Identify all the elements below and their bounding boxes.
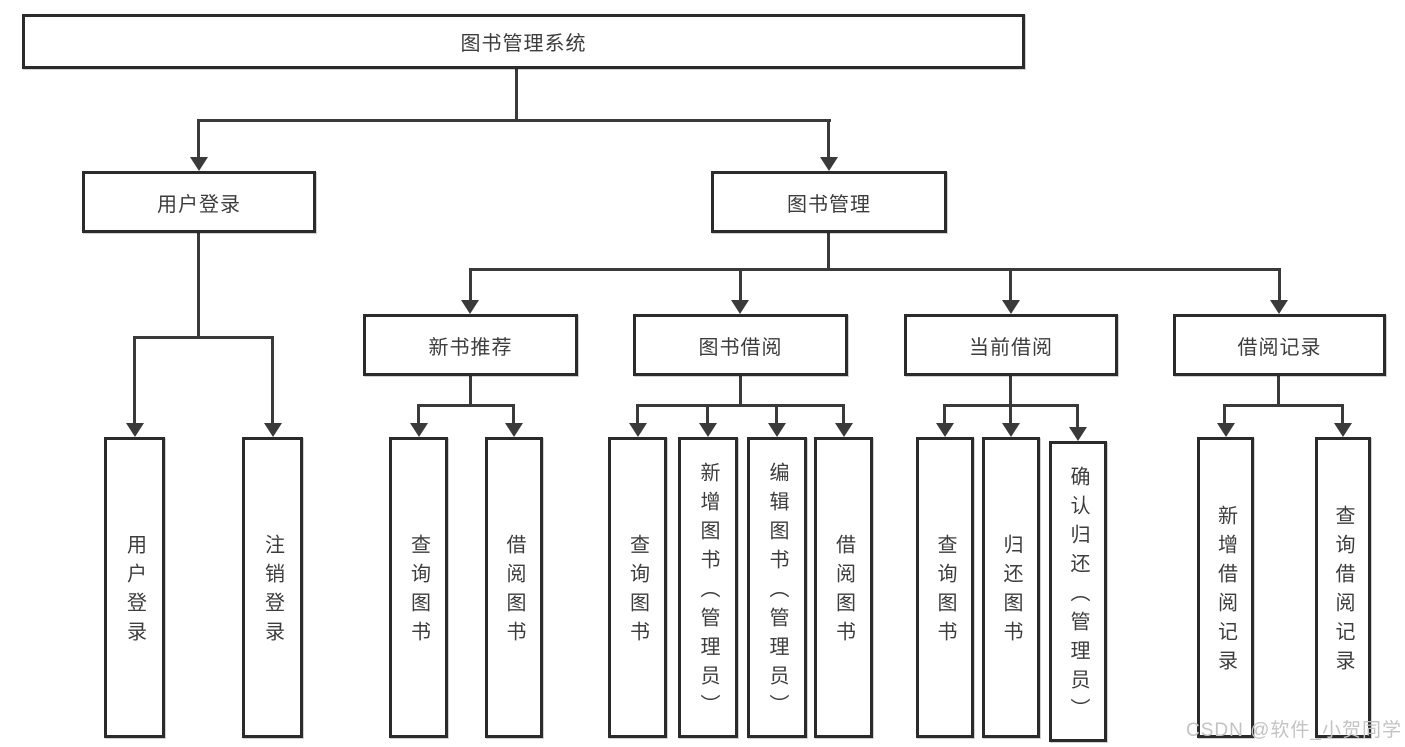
connector-line [1009,376,1012,406]
connector-line [133,336,136,426]
arrow-down-icon [264,423,282,437]
connector-line [469,376,472,406]
connector-line [417,404,515,407]
node-label: 新书推荐 [428,336,513,359]
connector-line [271,336,274,426]
leaf-query-books-1: 查询图书 [389,437,448,738]
node-label: 图书管理系统 [460,33,587,55]
leaf-return-book: 归还图书 [982,437,1040,738]
node-label: 图书管理 [787,193,871,216]
arrow-down-icon [835,423,853,437]
leaf-query-borrow-record: 查询借阅记录 [1315,437,1371,738]
connector-line [739,268,742,303]
connector-line [1341,404,1344,426]
leaf-user-login: 用户登录 [104,437,165,738]
leaf-query-books-3: 查询图书 [916,437,974,738]
leaf-label: 归还图书 [1000,534,1022,650]
node-label: 用户登录 [157,193,241,216]
connector-line [515,68,518,121]
leaf-borrow-books-2: 借阅图书 [814,437,873,738]
connector-line [943,404,946,426]
arrow-down-icon [126,423,144,437]
arrow-down-icon [505,423,523,437]
node-user-login: 用户登录 [82,171,316,233]
arrow-down-icon [629,423,647,437]
connector-line [1009,404,1012,426]
connector-line [1076,404,1079,430]
leaf-label: 用户登录 [123,534,146,650]
leaf-label: 借阅图书 [832,534,855,650]
arrow-down-icon [731,300,749,314]
leaf-label: 查询图书 [934,534,956,650]
connector-line [827,119,830,161]
arrow-down-icon [190,157,208,171]
leaf-query-books-2: 查询图书 [608,437,667,738]
node-book-management: 图书管理 [711,171,947,233]
connector-line [1009,268,1012,303]
node-borrow-records: 借阅记录 [1173,314,1386,376]
node-label: 借阅记录 [1237,336,1322,359]
node-label: 图书借阅 [698,336,783,359]
arrow-down-icon [1002,423,1020,437]
connector-line [775,404,778,426]
connector-line [512,404,515,426]
arrow-down-icon [1334,423,1352,437]
leaf-confirm-return-admin: 确认归还（管理员） [1049,441,1107,742]
leaf-label: 查询图书 [626,534,649,650]
watermark: CSDN @软件_小贺同学 [1186,720,1402,741]
arrow-down-icon [410,423,428,437]
node-label: 当前借阅 [969,336,1053,359]
arrow-down-icon [768,423,786,437]
connector-line [1223,404,1226,426]
connector-line [469,268,1281,271]
connector-line [636,404,844,407]
connector-line [1277,376,1280,406]
connector-line [197,119,200,161]
leaf-label: 新增借阅记录 [1214,505,1237,679]
leaf-label: 新增图书（管理员） [697,461,719,723]
arrow-down-icon [936,423,954,437]
node-new-book-recommend: 新书推荐 [363,314,578,376]
arrow-down-icon [1069,427,1087,441]
leaf-logout: 注销登录 [242,437,303,738]
connector-line [739,376,742,406]
connector-line [417,404,420,426]
connector-line [706,404,709,426]
arrow-down-icon [699,423,717,437]
connector-line [1278,268,1281,303]
leaf-label: 查询借阅记录 [1332,505,1354,679]
leaf-borrow-books-1: 借阅图书 [485,437,543,738]
connector-line [469,268,472,303]
leaf-label: 注销登录 [261,534,284,650]
node-system-root: 图书管理系统 [22,14,1025,69]
arrow-down-icon [1002,300,1020,314]
leaf-label: 编辑图书（管理员） [766,461,788,723]
connector-line [197,233,200,338]
arrow-down-icon [1270,300,1288,314]
arrow-down-icon [1217,423,1235,437]
leaf-label: 借阅图书 [503,534,525,650]
connector-line [197,119,831,122]
connector-line [133,336,274,339]
connector-line [827,233,830,270]
leaf-edit-book-admin: 编辑图书（管理员） [747,437,807,738]
arrow-down-icon [461,300,479,314]
leaf-add-book-admin: 新增图书（管理员） [678,437,738,738]
arrow-down-icon [820,157,838,171]
node-book-borrow: 图书借阅 [633,314,848,376]
connector-line [1223,404,1344,407]
leaf-add-borrow-record: 新增借阅记录 [1197,437,1254,738]
connector-line [842,404,845,426]
leaf-label: 查询图书 [407,534,430,650]
leaf-label: 确认归还（管理员） [1067,465,1089,727]
node-current-borrow: 当前借阅 [904,314,1118,376]
connector-line [636,404,639,426]
